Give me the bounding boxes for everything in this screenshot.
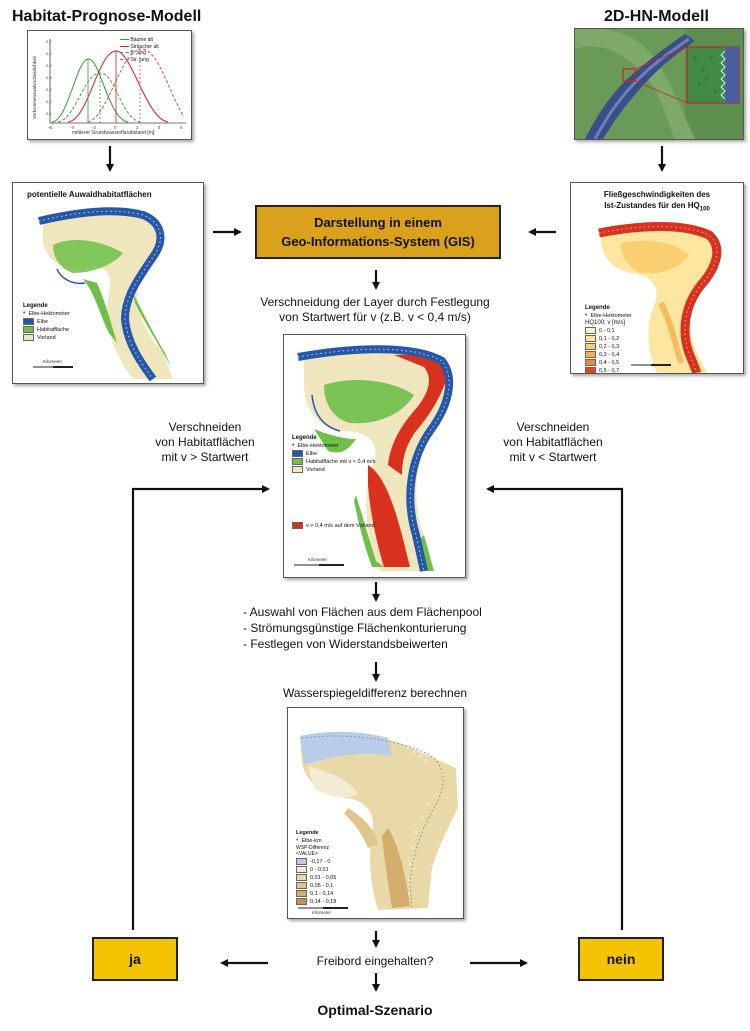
svg-text:0,2: 0,2 [46,99,52,104]
result-label: Optimal-Szenario [317,1002,433,1018]
legend-item: 0,05 - 0,1 [296,882,336,889]
loop-left-connector [131,485,270,930]
measures-item: - Festlegen von Widerstandsbeiwerten [243,637,448,651]
svg-text:0: 0 [114,125,117,130]
intersect-step-text: Verschneidung der Layer durch Festlegung… [260,295,490,324]
svg-text:0,6: 0,6 [46,51,52,56]
chart-legend: Bäume alt Sträucher alt B. jung Str. jun… [120,37,159,63]
legend-item: Elbe [23,318,70,325]
gis-line-1: Darstellung in einem [314,215,442,230]
decision-yes-box: ja [92,937,178,981]
legend-item: Vorland [23,334,70,341]
probability-chart: 0,7 0,6 0,5 0,4 0,3 0,2 0,1 -6 -4 -2 0 2 4 6 [46,39,186,130]
gis-box: Darstellung in einem Geo-Informations-Sy… [255,205,501,259]
hn-model-satellite-panel [574,28,744,140]
legend-item: 0 - 0,1 [585,327,632,334]
legend-head: HQ100: v [m/s] [585,320,626,326]
velocity-map-panel: Fließgeschwindigkeiten des Ist-Zustandes… [570,182,744,374]
legend-item: 0,1 - 0,14 [296,890,336,897]
wsp-map-legend: Legende •Elbe-km WSP-Differenz <VALUE> -… [296,830,336,906]
intersect-map [294,345,454,572]
svg-text:0,1: 0,1 [46,111,52,116]
measures-item: - Strömungsgünstige Flächenkonturierung [243,621,467,635]
right-branch-text: Verschneiden von Habitatflächen mit v < … [503,420,603,464]
svg-text:-6: -6 [48,125,52,130]
legend-item: 0,5 - 0,7 [585,367,632,373]
title-hn-model: 2D-HN-Modell [604,8,709,25]
habitat-map-title: potentielle Auwaldhabitatflächen [27,190,152,199]
loop-right-connector [486,485,624,930]
velocity-map-legend: Legende •Elbe-Hektometer HQ100: v [m/s] … [585,305,632,373]
scale-label: Kilometer [43,359,63,364]
velocity-map [598,222,722,373]
svg-text:6: 6 [180,125,183,130]
legend-item: Habitatfläche [23,326,70,333]
legend-item: 0,4 - 0,5 [585,359,632,366]
legend-item: 0,1 - 0,2 [585,335,632,342]
legend-item: Habitatfläche mit v < 0,4 m/s [292,458,376,465]
legend-item: Vorland [292,466,376,473]
legend-title: Legende [296,830,319,836]
chart-legend-item: Str. jung [120,57,159,64]
measures-list: - Auswahl von Flächen aus dem Flächenpoo… [243,604,482,652]
habitat-map-panel: potentielle Auwaldhabitatflächen Legende… [12,182,204,384]
wsp-map-panel: Legende •Elbe-km WSP-Differenz <VALUE> -… [287,707,464,919]
legend-item: 0 - 0,01 [296,866,336,873]
intersect-map-panel: Legende •Elbe-Hektometer Elbe Habitatflä… [283,334,466,578]
legend-item: 0,14 - 0,18 [296,898,336,905]
intersect-map-legend: Legende •Elbe-Hektometer Elbe Habitatflä… [292,435,376,474]
wsp-map [298,731,458,910]
svg-text:0,5: 0,5 [46,63,52,68]
legend-item: •Elbe-Hektometer [292,442,339,449]
habitat-map-legend: Legende •Elbe-Hektometer Elbe Habitatflä… [23,303,70,342]
legend-item: 0,3 - 0,4 [585,351,632,358]
svg-text:0,3: 0,3 [46,87,52,92]
chart-xlabel: mittlerer Grundwasserflurabstand [m] [72,130,155,136]
chart-legend-item: B. jung [120,50,159,57]
legend-item-red: v > 0,4 m/s auf dem Vorland [292,522,375,529]
legend-item: -0,17 - 0 [296,858,336,865]
legend-title: Legende [585,305,610,311]
svg-text:2: 2 [136,125,139,130]
svg-text:-2: -2 [92,125,96,130]
left-branch-text: Verschneiden von Habitatflächen mit v > … [155,420,255,464]
legend-sub: <VALUE> [296,851,318,857]
legend-item: 0,2 - 0,3 [585,343,632,350]
habitat-map [33,207,173,382]
legend-item: •Elbe-Hektometer [23,310,70,317]
scale-label: Kilometer [312,910,332,915]
legend-item: •Elbe-km [296,837,322,844]
wsp-step-text: Wasserspiegeldifferenz berechnen [282,686,468,700]
legend-item: Elbe [292,450,376,457]
legend-item: •Elbe-Hektometer [585,312,632,319]
svg-text:0,4: 0,4 [46,75,52,80]
legend-item: 0,01 - 0,05 [296,874,336,881]
gis-line-2: Geo-Informations-System (GIS) [281,234,475,249]
decision-question: Freibord eingehalten? [316,954,434,968]
title-habitat-model: Habitat-Prognose-Modell [12,8,202,25]
legend-title: Legende [23,303,48,309]
svg-text:-4: -4 [70,125,74,130]
scale-label: Kilometer [308,557,328,562]
svg-text:0,7: 0,7 [46,39,52,44]
measures-item: - Auswahl von Flächen aus dem Flächenpoo… [243,605,482,619]
legend-title: Legende [292,435,317,441]
chart-legend-item: Bäume alt [120,37,159,44]
legend-head: WSP-Differenz [296,845,329,851]
decision-no-box: nein [578,937,664,981]
svg-text:4: 4 [158,125,161,130]
velocity-map-title: Fließgeschwindigkeiten des Ist-Zustandes… [603,190,711,213]
chart-legend-item: Sträucher alt [120,44,159,51]
satellite-image [575,29,743,139]
